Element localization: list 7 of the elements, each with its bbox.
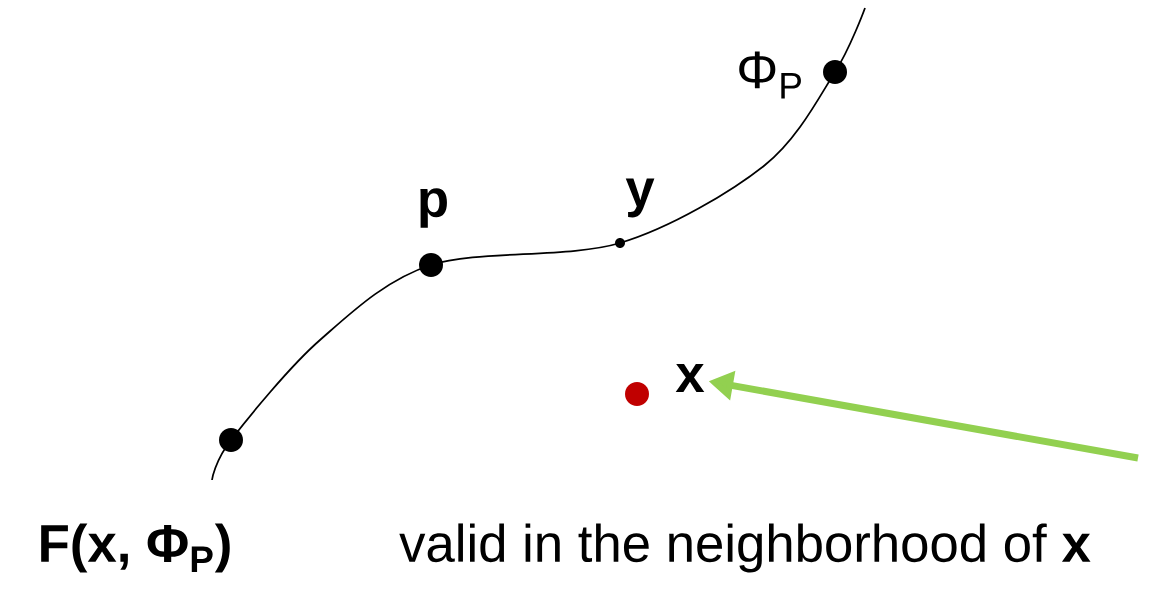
symbol-label: Φ$_{P}$ — [739, 51, 801, 99]
caption-text: valid in the neighborhood of x — [399, 523, 1091, 573]
point-label: x — [675, 364, 705, 392]
point-label: y — [625, 178, 655, 218]
point-dot — [625, 382, 649, 406]
function-label: F(x, Φ$_{P}$) — [41, 523, 230, 573]
point-label: p — [420, 188, 447, 228]
